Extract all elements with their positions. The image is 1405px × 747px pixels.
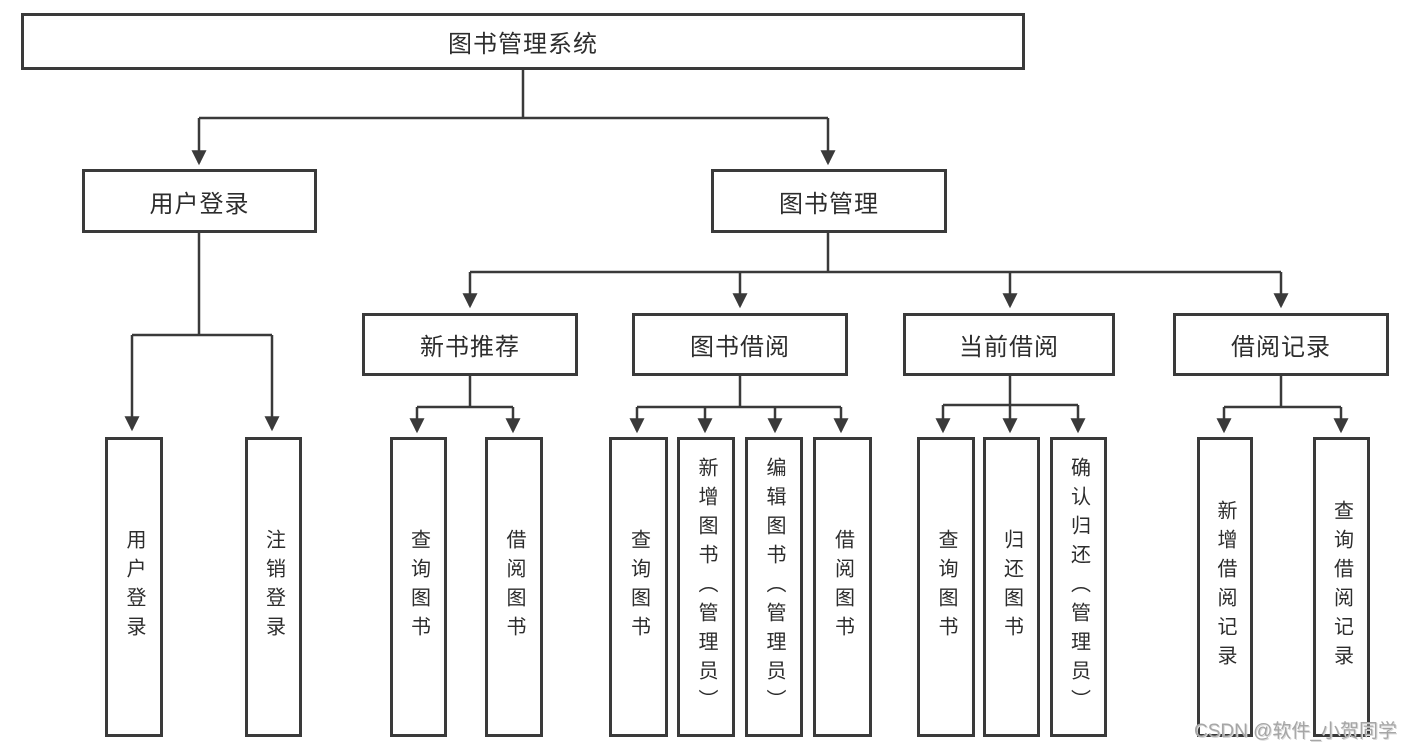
node-borrowing-records: 借阅记录 — [1173, 313, 1389, 376]
node-label: 用户登录 — [149, 190, 250, 218]
leaf-user-login: 用户登录 — [105, 437, 163, 737]
leaf-records-query-record: 查询借阅记录 — [1313, 437, 1370, 737]
node-label: 新书推荐 — [420, 334, 520, 361]
node-label: 查询图书 — [407, 529, 430, 645]
node-book-borrowing: 图书借阅 — [632, 313, 848, 376]
leaf-borrowing-borrow-books: 借阅图书 — [813, 437, 872, 737]
leaf-records-add-record: 新增借阅记录 — [1197, 437, 1253, 737]
node-label: 图书借阅 — [690, 334, 790, 361]
leaf-borrowing-add-books-admin: 新增图书（管理员） — [677, 437, 735, 737]
leaf-current-confirm-return-admin: 确认归还（管理员） — [1050, 437, 1107, 737]
node-book-management: 图书管理 — [711, 169, 947, 233]
node-label: 用户登录 — [123, 529, 145, 645]
node-label: 借阅记录 — [1231, 334, 1331, 361]
leaf-recommend-query-books: 查询图书 — [390, 437, 447, 737]
leaf-borrowing-query-books: 查询图书 — [609, 437, 668, 737]
node-label: 归还图书 — [1000, 529, 1023, 645]
node-label: 借阅图书 — [831, 529, 854, 645]
node-label: 图书管理 — [779, 190, 879, 218]
node-label: 确认归还（管理员） — [1067, 456, 1090, 718]
leaf-current-return-books: 归还图书 — [983, 437, 1040, 737]
node-label: 注销登录 — [262, 529, 285, 645]
node-label: 查询借阅记录 — [1330, 500, 1353, 674]
node-library-management-system: 图书管理系统 — [21, 13, 1025, 70]
node-label: 图书管理系统 — [448, 31, 598, 58]
node-label: 新增借阅记录 — [1214, 500, 1236, 674]
watermark-text: CSDN @软件_小贺同学 — [1194, 721, 1397, 742]
leaf-logout: 注销登录 — [245, 437, 302, 737]
node-current-borrowing: 当前借阅 — [903, 313, 1115, 376]
node-label: 借阅图书 — [503, 529, 525, 645]
node-label: 查询图书 — [627, 529, 650, 645]
node-user-login: 用户登录 — [82, 169, 317, 233]
leaf-borrowing-edit-books-admin: 编辑图书（管理员） — [745, 437, 803, 737]
node-label: 查询图书 — [935, 529, 957, 645]
node-label: 当前借阅 — [959, 334, 1059, 361]
leaf-current-query-books: 查询图书 — [917, 437, 975, 737]
node-new-book-recommend: 新书推荐 — [362, 313, 578, 376]
node-label: 编辑图书（管理员） — [763, 456, 785, 718]
leaf-recommend-borrow-books: 借阅图书 — [485, 437, 543, 737]
node-label: 新增图书（管理员） — [695, 456, 717, 718]
